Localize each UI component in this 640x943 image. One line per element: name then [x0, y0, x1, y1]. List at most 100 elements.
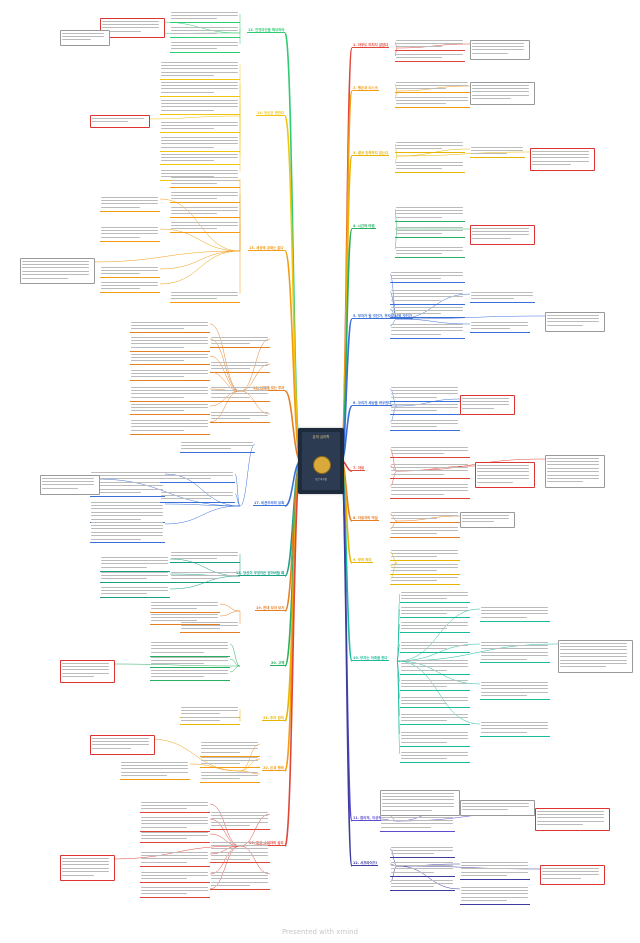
right-branch-8-subnode-2[interactable]	[390, 525, 460, 539]
right-branch-8[interactable]: 8. 자동차의 역설	[352, 516, 379, 521]
left-branch-10[interactable]: 22. 돈과 행복	[262, 766, 285, 771]
right-branch-5[interactable]: 5. 부자가 될 것인가, 부자로 남을 것인가	[352, 314, 413, 319]
left-branch-1[interactable]: 13. 안전마진을 확보하라	[247, 28, 286, 33]
right-branch-10-subnode-4[interactable]	[400, 640, 470, 654]
right-branch-7-subnode-1[interactable]	[390, 445, 470, 459]
right-branch-9-subnode-2[interactable]	[390, 562, 460, 576]
left-branch-9[interactable]: 21. 투자 원칙	[262, 716, 285, 721]
right-branch-10-subnode-10[interactable]	[400, 750, 470, 764]
left-branch-3-subnode-4[interactable]	[170, 220, 240, 234]
right-branch-1[interactable]: 1. 아무도 미치지 않았다	[352, 43, 390, 48]
left-branch-10-subnode-3[interactable]	[200, 770, 260, 784]
right-branch-4-subnode-2[interactable]	[395, 225, 465, 239]
right-branch-2-subnode-2[interactable]	[395, 95, 470, 109]
right-branch-2-subnode-1[interactable]	[395, 80, 470, 94]
right-branch-1-subnode-1[interactable]	[395, 38, 465, 52]
left-branch-1-subnode-5[interactable]	[60, 30, 110, 47]
left-branch-4-subnode-6[interactable]	[210, 335, 270, 349]
right-branch-7-subnode-3[interactable]	[390, 482, 470, 499]
left-branch-11-subnode-1[interactable]	[140, 800, 210, 814]
right-branch-11[interactable]: 11. 합리적, 이성적	[352, 816, 383, 821]
left-branch-2-subnode-2[interactable]	[160, 80, 240, 97]
left-branch-10-subnode-1[interactable]	[200, 740, 260, 757]
left-branch-7-subnode-2[interactable]	[150, 612, 220, 626]
left-branch-11-subnode-6[interactable]	[140, 885, 210, 899]
left-branch-1-subnode-3[interactable]	[170, 40, 240, 54]
right-branch-10-subnode-9[interactable]	[400, 730, 470, 747]
right-branch-10-subnode-3[interactable]	[400, 620, 470, 634]
central-topic-book-cover[interactable]: 돈의 심리학 모건 하우절	[298, 428, 344, 494]
right-branch-5-subnode-3[interactable]	[390, 305, 465, 319]
left-branch-8-subnode-3[interactable]	[150, 668, 230, 682]
right-branch-12-subnode-6[interactable]	[540, 865, 605, 885]
right-branch-5-subnode-7[interactable]	[545, 312, 605, 332]
right-branch-7[interactable]: 7. 자유	[352, 466, 366, 471]
left-branch-9-subnode-1[interactable]	[180, 705, 240, 719]
right-branch-3-subnode-1[interactable]	[395, 140, 465, 154]
left-branch-6-subnode-2[interactable]	[100, 555, 170, 572]
left-branch-11-subnode-8[interactable]	[210, 840, 270, 864]
right-branch-2[interactable]: 2. 행운과 리스크	[352, 86, 379, 91]
left-branch-2-subnode-1[interactable]	[160, 60, 240, 80]
left-branch-7[interactable]: 19. 한데 모아 보기	[255, 606, 286, 611]
left-branch-11-subnode-2[interactable]	[140, 815, 210, 832]
left-branch-2-subnode-3[interactable]	[160, 98, 240, 115]
right-branch-3[interactable]: 3. 결코 만족하지 않는다	[352, 151, 390, 156]
left-branch-3-subnode-8[interactable]	[100, 265, 160, 279]
right-branch-10-subnode-13[interactable]	[480, 680, 550, 700]
left-branch-7-subnode-1[interactable]	[150, 600, 220, 614]
right-branch-4[interactable]: 4. 시간의 마법	[352, 224, 376, 229]
right-branch-5-subnode-6[interactable]	[470, 320, 530, 334]
right-branch-10[interactable]: 10. 부자는 저축을 한다	[352, 656, 389, 661]
left-branch-3-subnode-7[interactable]	[20, 258, 95, 285]
left-branch-3-subnode-2[interactable]	[170, 190, 240, 204]
left-branch-2[interactable]: 14. 당신은 변한다	[256, 111, 286, 116]
left-branch-3-subnode-9[interactable]	[100, 280, 160, 294]
left-branch-10-subnode-2[interactable]	[200, 755, 260, 769]
right-branch-12-subnode-1[interactable]	[390, 845, 455, 859]
left-branch-6-subnode-4[interactable]	[170, 570, 240, 584]
right-branch-10-subnode-8[interactable]	[400, 712, 470, 726]
left-branch-3-subnode-10[interactable]	[170, 290, 240, 304]
right-branch-10-subnode-11[interactable]	[480, 605, 550, 622]
right-branch-11-subnode-3[interactable]	[460, 800, 535, 817]
left-branch-5-subnode-5[interactable]	[160, 470, 235, 484]
right-branch-10-subnode-7[interactable]	[400, 695, 470, 709]
left-branch-9-subnode-2[interactable]	[180, 715, 240, 725]
left-branch-4-subnode-3[interactable]	[130, 352, 210, 366]
right-branch-10-subnode-1[interactable]	[400, 590, 470, 604]
right-branch-5-subnode-1[interactable]	[390, 270, 465, 284]
right-branch-11-subnode-1[interactable]	[380, 790, 460, 817]
left-branch-11-subnode-5[interactable]	[140, 870, 210, 884]
left-branch-4-subnode-2[interactable]	[130, 335, 210, 352]
left-branch-11-subnode-7[interactable]	[210, 810, 270, 830]
right-branch-4-subnode-1[interactable]	[395, 205, 465, 222]
left-branch-4-subnode-11[interactable]	[210, 410, 270, 424]
right-branch-12-subnode-4[interactable]	[460, 860, 530, 880]
left-branch-10-subnode-5[interactable]	[120, 760, 190, 780]
left-branch-6-subnode-3[interactable]	[100, 570, 170, 584]
left-branch-5-subnode-2[interactable]	[90, 470, 165, 497]
right-branch-6-subnode-4[interactable]	[460, 395, 515, 415]
right-branch-3-subnode-2[interactable]	[395, 160, 465, 174]
right-branch-4-subnode-3[interactable]	[395, 245, 465, 259]
left-branch-4-subnode-8[interactable]	[210, 385, 270, 402]
right-branch-7-subnode-5[interactable]	[545, 455, 605, 489]
left-branch-5-subnode-6[interactable]	[160, 490, 235, 504]
left-branch-6-subnode-5[interactable]	[100, 585, 170, 599]
right-branch-7-subnode-4[interactable]	[475, 462, 535, 489]
right-branch-10-subnode-15[interactable]	[558, 640, 633, 674]
right-branch-4-subnode-4[interactable]	[470, 225, 535, 245]
left-branch-5-subnode-4[interactable]	[90, 520, 165, 544]
right-branch-6-subnode-3[interactable]	[390, 418, 460, 432]
right-branch-5-subnode-2[interactable]	[390, 288, 465, 305]
right-branch-7-subnode-2[interactable]	[390, 462, 470, 479]
right-branch-3-subnode-4[interactable]	[530, 148, 595, 171]
left-branch-3[interactable]: 15. 세상에 공짜는 없다	[248, 246, 285, 251]
right-branch-5-subnode-5[interactable]	[470, 290, 535, 304]
left-branch-6[interactable]: 18. 당신이 무엇이든 믿어버릴 때	[235, 571, 286, 576]
right-branch-10-subnode-2[interactable]	[400, 605, 470, 619]
right-branch-12-subnode-5[interactable]	[460, 885, 530, 905]
right-branch-1-subnode-2[interactable]	[395, 52, 465, 62]
right-branch-2-subnode-3[interactable]	[470, 82, 535, 105]
